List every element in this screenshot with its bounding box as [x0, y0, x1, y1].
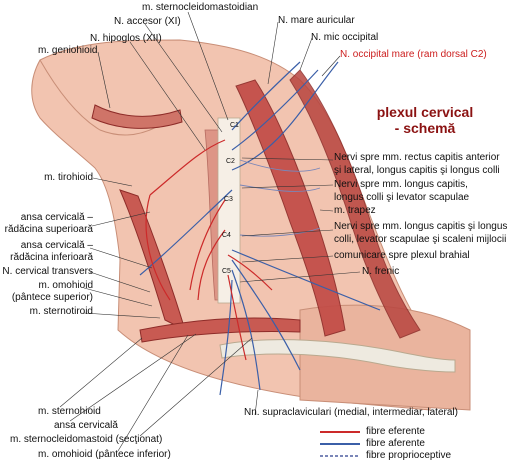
omohyoid-muscle	[139, 317, 301, 343]
label-rectus-line1: Nervi spre mm. rectus capitis anterior	[334, 152, 500, 163]
label-ansa-sup-line2: rădăcina superioară	[4, 224, 93, 235]
label-omohioid-sup-line1: m. omohioid	[38, 280, 93, 291]
label-frenic: N. frenic	[362, 266, 400, 277]
label-scaleni-line1: Nervi spre mm. longus capitis şi longus	[334, 221, 508, 232]
label-sternotiroid: m. sternotiroid	[29, 306, 93, 317]
label-ansa-sup-line1: ansa cervicală –	[20, 212, 93, 223]
label-longus-line2: longus colli şi levator scapulae	[334, 192, 470, 203]
label-sternocleidomastoidian: m. sternocleidomastoidian	[142, 2, 259, 13]
label-longus-line1: Nervi spre mm. longus capitis,	[334, 179, 468, 190]
jaw-outline	[39, 59, 176, 136]
label-tirohioid: m. tirohioid	[44, 172, 93, 183]
label-hipoglos: N. hipoglos (XII)	[90, 33, 162, 44]
legend-proprioceptive-label: fibre proprioceptive	[366, 450, 452, 461]
label-ansa-inf-line2: rădăcina inferioară	[10, 252, 93, 263]
label-geniohioid: m. geniohioid	[38, 45, 98, 56]
vertebra-c2: C2	[226, 158, 235, 165]
legend-swatches	[320, 431, 360, 457]
sternocleidomastoid-muscle	[235, 79, 346, 337]
label-ansa-cervicala: ansa cervicală	[54, 420, 118, 431]
legend-afferent-label: fibre aferente	[366, 438, 425, 449]
label-scm-sectionat: m. sternocleidomastoid (secţionat)	[10, 434, 163, 445]
label-sternohioid: m. sternohioid	[38, 406, 101, 417]
label-accesor: N. accesor (XI)	[114, 16, 181, 27]
label-transvers: N. cervical transvers	[2, 266, 93, 277]
label-occipital-mare: N. occipital mare (ram dorsal C2)	[340, 49, 487, 60]
label-omohioid-inf: m. omohioid (pântece inferior)	[38, 449, 171, 460]
vertebra-c4: C4	[222, 232, 231, 239]
trapezius-muscle	[289, 69, 421, 339]
label-brahial: comunicare spre plexul brahial	[334, 250, 470, 261]
label-omohioid-sup-line2: (pântece superior)	[11, 292, 93, 303]
legend-efferent-label: fibre eferente	[366, 426, 425, 437]
label-mare-auricular: N. mare auricular	[278, 15, 355, 26]
efferent-nerves	[145, 139, 273, 361]
diagram-title-line2: - schemă	[394, 120, 456, 136]
diagram-title: plexul cervical - schemă	[360, 104, 490, 136]
clavicle	[219, 339, 456, 373]
diagram-title-line1: plexul cervical	[376, 104, 474, 120]
label-scaleni-line2: colli, levator scapulae şi scaleni mijlo…	[334, 234, 507, 245]
label-rectus-line2: şi lateral, longus capitis şi longus col…	[334, 165, 500, 176]
label-trapez: m. trapez	[334, 205, 376, 216]
vertebra-c1: C1	[230, 122, 239, 129]
label-mic-occipital: N. mic occipital	[311, 32, 379, 43]
label-supraclaviculari: Nn. supraclaviculari (medial, intermedia…	[244, 407, 458, 418]
vertebra-c5: C5	[222, 268, 231, 275]
leader-lines	[59, 11, 361, 452]
geniohyoid-muscle	[91, 104, 183, 129]
vertebra-c3: C3	[224, 196, 233, 203]
label-ansa-inf-line1: ansa cervicală –	[20, 240, 93, 251]
